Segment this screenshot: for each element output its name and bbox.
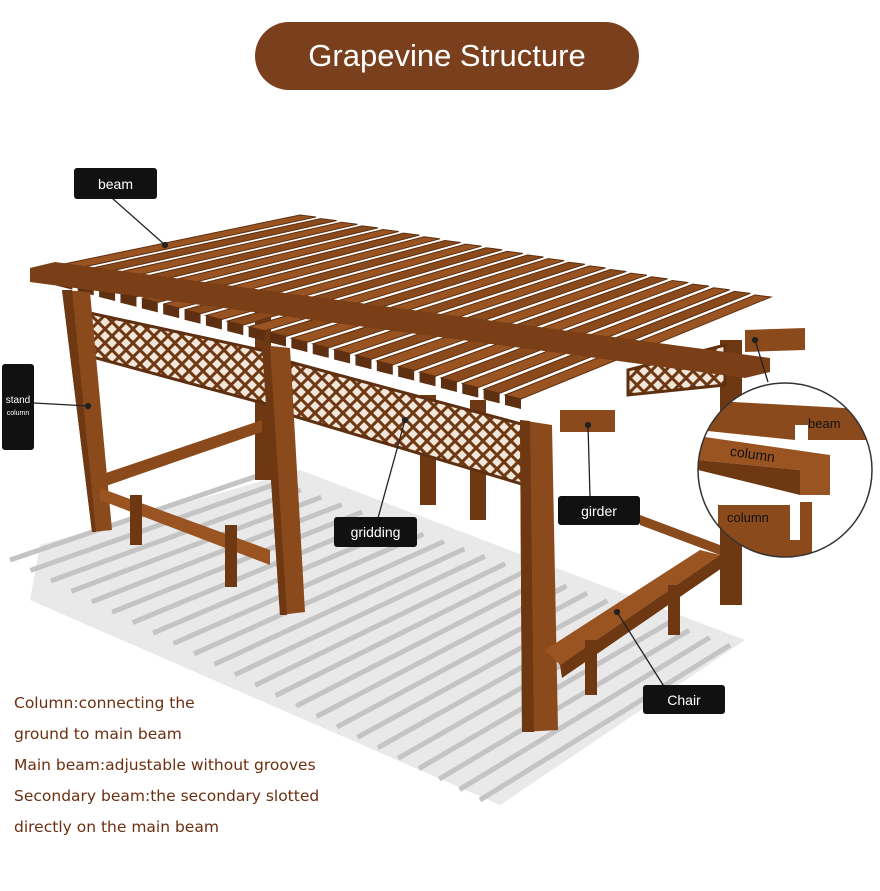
rafter-end (440, 377, 457, 392)
rafter-end (163, 304, 180, 319)
description-line: Main beam:adjustable without grooves (14, 756, 316, 774)
roof-rafter (396, 276, 668, 372)
joinery-inset (697, 382, 873, 558)
structure-description: Column:connecting the ground to main bea… (14, 688, 434, 843)
rafter-end (462, 383, 479, 398)
shadow-slat (29, 480, 282, 573)
description-line: ground to main beam (14, 725, 182, 743)
shadow-slat (458, 635, 711, 792)
shadow-slat (50, 487, 302, 584)
stand-column-tag: stand column (2, 364, 34, 450)
rafter-end (141, 298, 158, 313)
benches (100, 420, 722, 695)
rafter-end (419, 372, 436, 387)
leader-lines (33, 197, 769, 689)
front-posts (62, 290, 558, 732)
shadow-slat (437, 628, 691, 782)
rafter-end (505, 395, 521, 409)
shadow-slat (192, 539, 445, 657)
rafter-end (184, 309, 201, 324)
rafter-end (398, 366, 415, 381)
inset-beam-label: beam (808, 416, 841, 431)
description-line: directly on the main beam (14, 818, 219, 836)
stand-tag-line1: stand (5, 395, 31, 406)
main-beams (30, 262, 805, 432)
rafter-end (120, 292, 137, 307)
rafter-end (312, 343, 329, 358)
shadow-slat (213, 546, 466, 667)
shadow-slat (294, 576, 548, 709)
rafter-end (291, 338, 308, 353)
stand-tag-line2: column (6, 410, 30, 417)
roof-rafter (417, 279, 689, 377)
shadow-slat (111, 509, 364, 615)
rafter-end (334, 349, 351, 364)
rafter-end (205, 315, 222, 330)
description-line: Secondary beam:the secondary slotted (14, 787, 320, 805)
rafter-end (376, 360, 393, 375)
beam-tag: beam (74, 168, 157, 199)
shadow-slat (478, 642, 732, 803)
roof-rafter (375, 272, 648, 366)
rafter-end (248, 326, 265, 341)
roof-rafter (353, 269, 627, 360)
rafter-end (227, 321, 244, 336)
rafter-end (355, 355, 372, 370)
diagram-title: Grapevine Structure (255, 22, 639, 90)
rafter-end (270, 332, 286, 347)
girder-tag: girder (558, 496, 640, 525)
shadow-slat (254, 561, 507, 688)
chair-tag: Chair (643, 685, 725, 714)
shadow-slat (233, 554, 486, 678)
description-line: Column:connecting the (14, 694, 195, 712)
rafter-end (483, 389, 500, 404)
shadow-slat (90, 502, 343, 605)
inset-column-bottom-label: column (727, 510, 769, 525)
shadow-slat (356, 598, 609, 740)
shadow-slat (274, 568, 527, 698)
gridding-tag: gridding (334, 517, 417, 547)
